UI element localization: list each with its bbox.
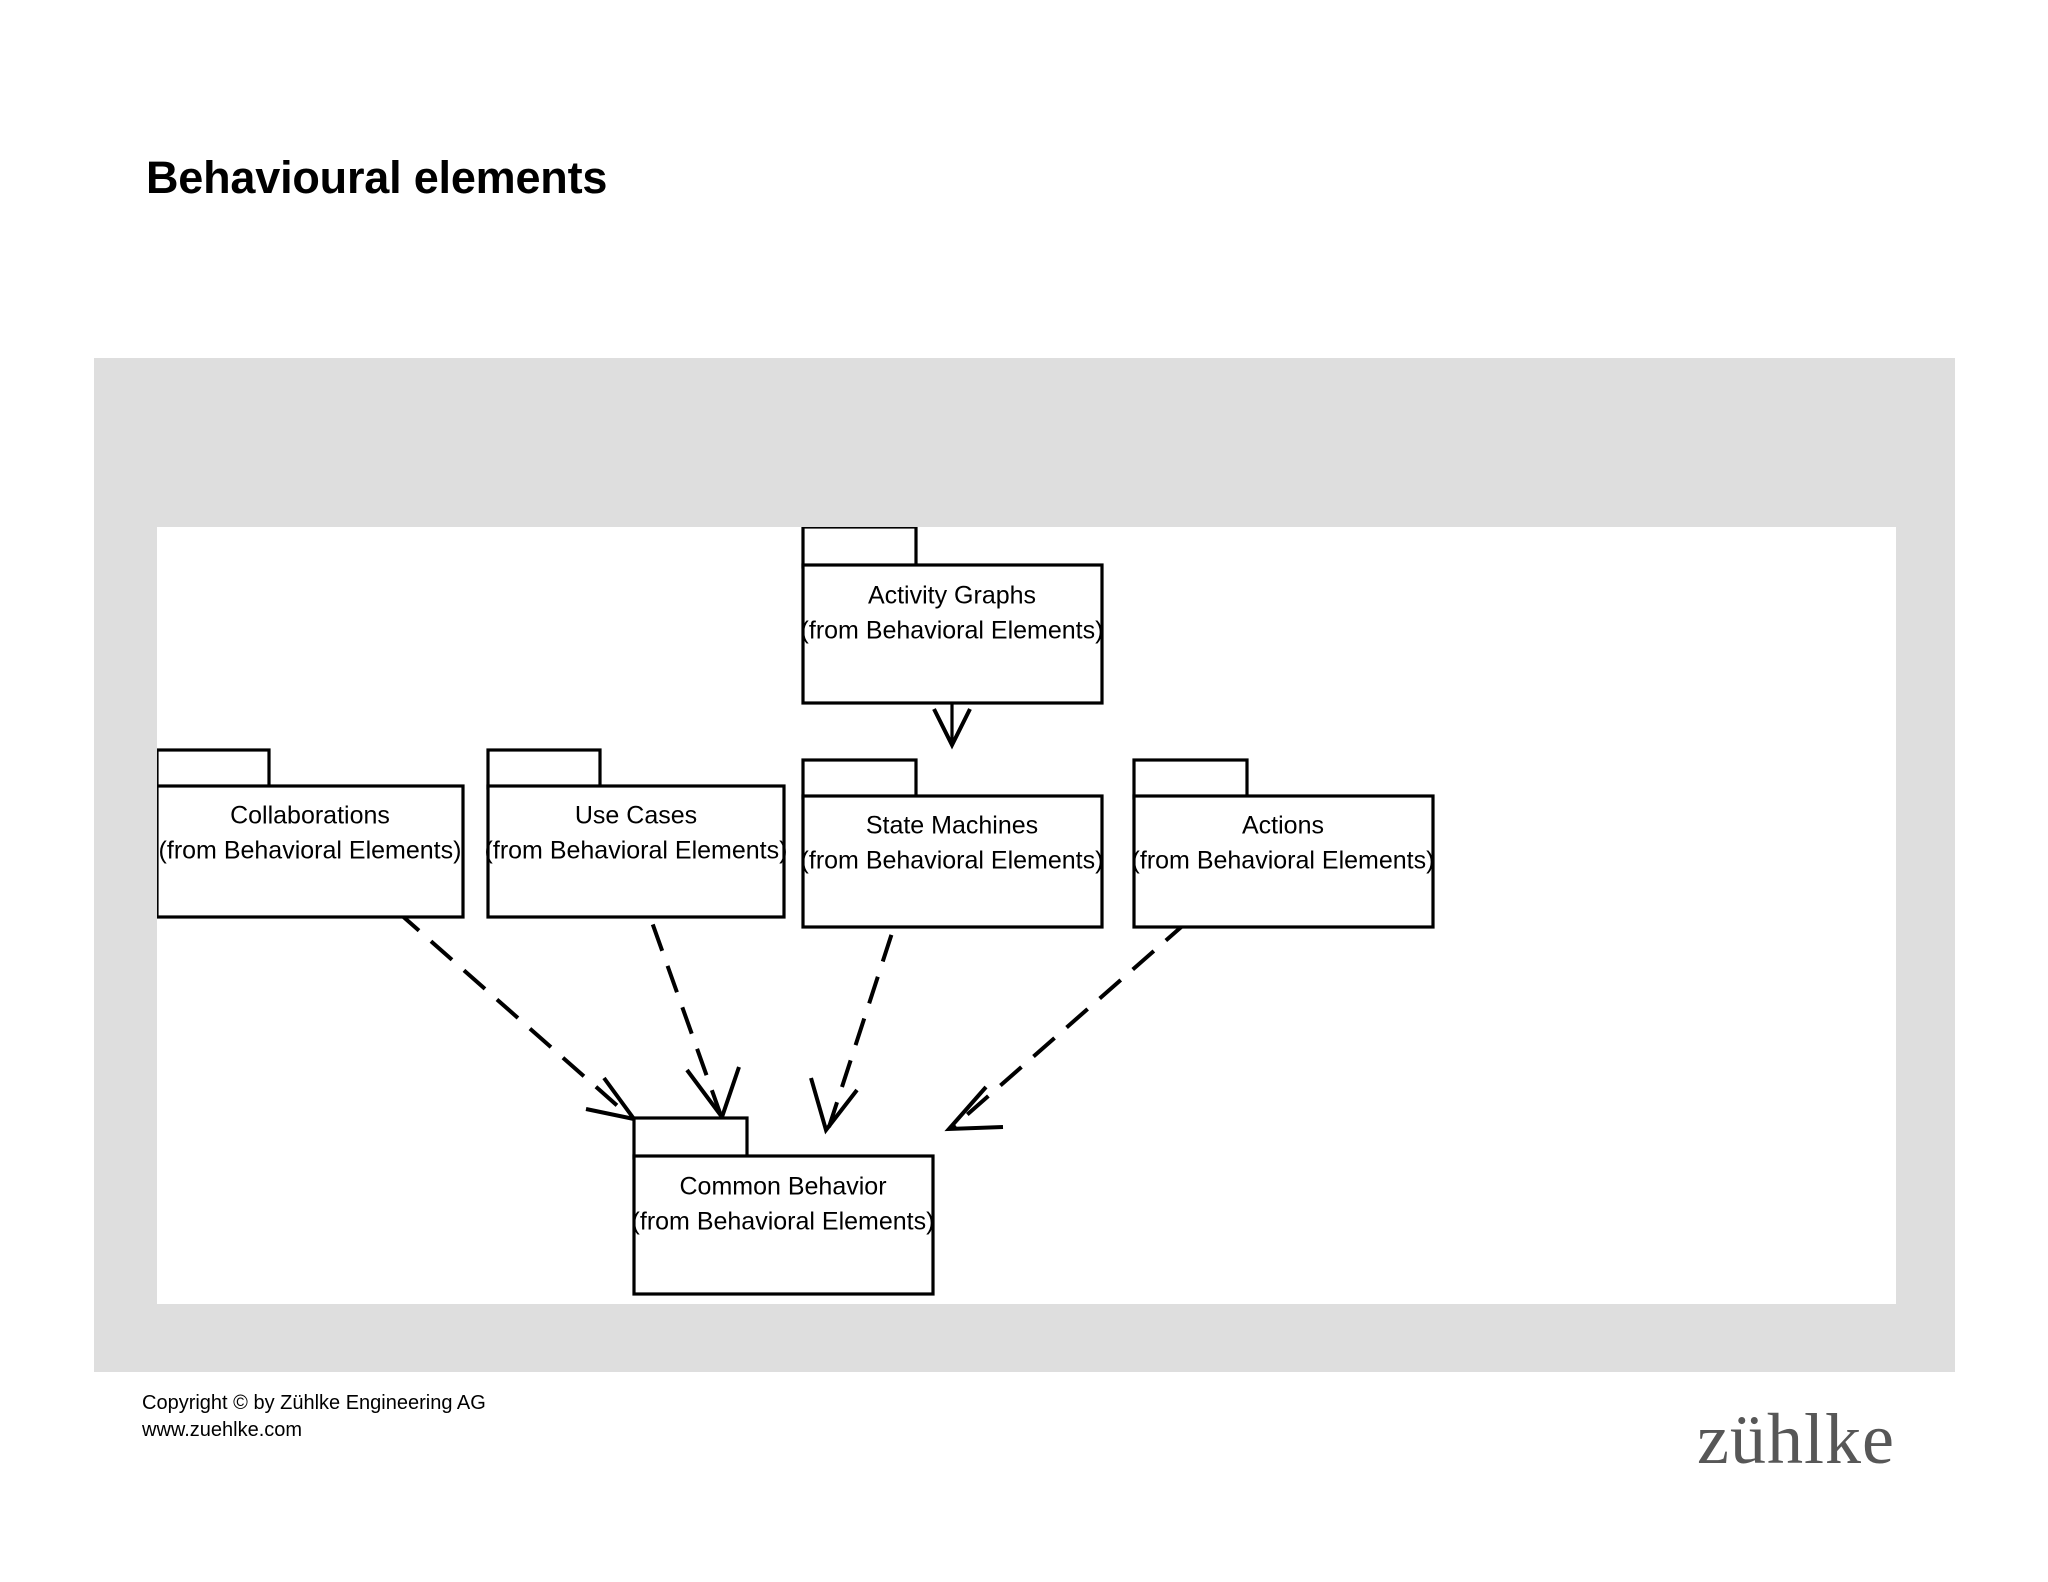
package-state-machines[interactable]: State Machines (from Behavioral Elements… [801,758,1104,929]
footer-copyright: Copyright © by Zühlke Engineering AG www… [142,1390,486,1444]
website-line: www.zuehlke.com [142,1419,303,1441]
package-qualifier-state-machines: (from Behavioral Elements) [801,847,1104,875]
package-qualifier-use-cases: (from Behavioral Elements) [485,837,788,865]
dependency-arrows [363,665,1222,1135]
package-name-state-machines: State Machines [866,812,1038,840]
package-name-use-cases: Use Cases [575,802,697,830]
package-qualifier-activity-graphs: (from Behavioral Elements) [801,617,1104,645]
package-body-state-machines [801,794,1104,929]
package-name-actions: Actions [1242,812,1324,840]
package-tab-state-machines [801,758,918,800]
package-activity-graphs[interactable]: Activity Graphs (from Behavioral Element… [801,527,1104,705]
dependency-state-machines-to-common-behavior [809,892,907,1135]
package-collaborations[interactable]: Collaborations (from Behavioral Elements… [157,748,465,919]
package-body-common-behavior [632,1154,935,1296]
dependency-actions-to-common-behavior [944,891,1222,1132]
package-tab-actions [1132,758,1249,800]
package-tab-activity-graphs [801,527,918,569]
package-body-collaborations [157,784,465,919]
package-qualifier-common-behavior: (from Behavioral Elements) [632,1208,935,1236]
zuehlke-logo: zühlke [1697,1399,1895,1479]
package-qualifier-actions: (from Behavioral Elements) [1132,847,1435,875]
package-actions[interactable]: Actions (from Behavioral Elements) [1132,758,1435,929]
package-use-cases[interactable]: Use Cases (from Behavioral Elements) [485,748,788,919]
page-title: Behavioural elements [146,152,608,203]
copyright-line: Copyright © by Zühlke Engineering AG [142,1392,486,1414]
package-body-use-cases [486,784,786,919]
package-tab-collaborations [157,748,271,790]
package-body-activity-graphs [801,563,1104,705]
package-body-actions [1132,794,1435,929]
package-name-common-behavior: Common Behavior [679,1173,886,1201]
uml-package-diagram: Activity Graphs (from Behavioral Element… [157,527,1435,1296]
package-name-collaborations: Collaborations [230,802,390,830]
package-name-activity-graphs: Activity Graphs [868,582,1036,610]
package-tab-common-behavior [632,1116,749,1160]
package-tab-use-cases [486,748,602,790]
package-qualifier-collaborations: (from Behavioral Elements) [159,837,462,865]
package-common-behavior[interactable]: Common Behavior (from Behavioral Element… [632,1116,935,1296]
